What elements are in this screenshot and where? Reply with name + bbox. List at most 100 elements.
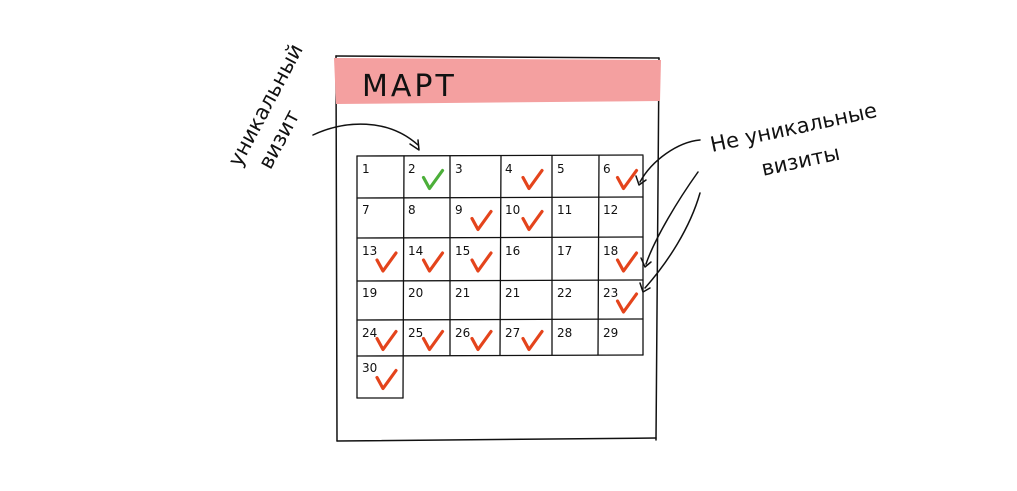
day-cell: 13 [362, 244, 398, 273]
non-unique-arrow-2 [645, 171, 699, 265]
day-number: 2 [408, 162, 416, 176]
day-cell: 14 [408, 244, 445, 273]
grid-row-line [356, 196, 644, 199]
non-unique-arrowhead-3 [639, 282, 651, 293]
day-number: 6 [603, 162, 611, 176]
day-cell: 18 [603, 244, 639, 273]
day-cell: 29 [603, 326, 618, 340]
non-unique-label-line2: визиты [759, 141, 842, 181]
day-number: 7 [362, 203, 370, 217]
non-unique-arrowhead-2 [640, 257, 652, 268]
day-number: 18 [603, 244, 618, 258]
non-unique-visit-checkmark [521, 168, 544, 191]
day-number: 10 [505, 203, 520, 217]
day-number: 5 [557, 162, 565, 176]
day-cell: 19 [362, 286, 377, 300]
day-cell: 30 [362, 361, 398, 391]
day-number: 11 [557, 203, 572, 217]
day-number: 21 [505, 286, 520, 300]
day-number: 1 [362, 162, 370, 176]
day-number: 13 [362, 244, 377, 258]
non-unique-arrowhead-1 [635, 175, 647, 186]
day-number: 29 [603, 326, 618, 340]
grid-row-line [356, 154, 644, 157]
non-unique-visit-checkmark [421, 251, 445, 273]
day-cell: 21 [455, 286, 470, 300]
calendar-grid [356, 154, 644, 399]
non-unique-visit-checkmark [375, 251, 398, 273]
day-cell: 7 [362, 203, 370, 217]
sheet-left-edge [335, 55, 338, 442]
day-cell: 10 [505, 203, 544, 232]
day-number: 9 [455, 203, 463, 217]
day-cell: 5 [557, 162, 565, 176]
non-unique-arrow-3 [644, 192, 701, 289]
day-cell: 25 [408, 326, 445, 352]
day-cell: 27 [505, 326, 544, 352]
day-number: 30 [362, 361, 377, 375]
day-cell: 23 [603, 286, 639, 314]
unique-visit-arrowhead [409, 139, 420, 151]
non-unique-visit-checkmark [421, 329, 445, 352]
day-cell: 3 [455, 162, 463, 176]
day-number: 23 [603, 286, 618, 300]
day-cell: 4 [505, 162, 544, 191]
day-number: 19 [362, 286, 377, 300]
non-unique-visit-checkmark [470, 329, 493, 352]
non-unique-visit-checkmark [615, 292, 639, 314]
day-number: 4 [505, 162, 513, 176]
non-unique-visit-checkmark [375, 329, 398, 352]
non-unique-visit-checkmark [521, 329, 544, 352]
day-number: 27 [505, 326, 520, 340]
day-number: 14 [408, 244, 423, 258]
non-unique-visit-checkmark [470, 251, 493, 273]
month-header-band [334, 58, 661, 104]
non-unique-visit-checkmark [375, 368, 398, 391]
sheet-right-edge [655, 57, 660, 441]
month-header: МАРТ [334, 58, 661, 104]
day-number: 17 [557, 244, 572, 258]
non-unique-arrow-1 [639, 139, 701, 183]
day-cell: 9 [455, 203, 493, 232]
day-number: 3 [455, 162, 463, 176]
day-cell: 6 [603, 162, 639, 191]
sheet-bottom-edge [336, 437, 657, 442]
day-cell: 26 [455, 326, 493, 352]
non-unique-visits-annotation: Не уникальные визиты [635, 98, 879, 293]
day-cell: 1 [362, 162, 370, 176]
non-unique-visit-checkmark [521, 209, 544, 232]
calendar-sheet [335, 55, 660, 442]
day-cell: 8 [408, 203, 416, 217]
day-number: 25 [408, 326, 423, 340]
day-cell: 24 [362, 326, 398, 352]
day-number: 16 [505, 244, 520, 258]
day-number: 21 [455, 286, 470, 300]
sheet-top-edge [335, 55, 660, 59]
day-cell: 28 [557, 326, 572, 340]
unique-visit-checkmark [421, 168, 445, 191]
day-cell: 16 [505, 244, 520, 258]
day-cell: 22 [557, 286, 572, 300]
non-unique-label-line1: Не уникальные [708, 98, 879, 157]
day-cell: 12 [603, 203, 618, 217]
day-cell: 11 [557, 203, 572, 217]
day-number: 28 [557, 326, 572, 340]
non-unique-visit-checkmark [615, 251, 639, 273]
day-cell: 2 [408, 162, 445, 191]
grid-column-line [402, 155, 405, 399]
day-cell: 20 [408, 286, 423, 300]
day-number: 22 [557, 286, 572, 300]
day-number: 12 [603, 203, 618, 217]
grid-column-line [597, 155, 600, 356]
non-unique-visit-checkmark [615, 168, 639, 191]
day-number: 24 [362, 326, 377, 340]
day-cell: 17 [557, 244, 572, 258]
unique-visit-arrow [312, 123, 419, 146]
day-cell: 21 [505, 286, 520, 300]
non-unique-visit-checkmark [470, 209, 493, 232]
grid-column-line [499, 155, 502, 356]
day-number: 8 [408, 203, 416, 217]
day-number: 20 [408, 286, 423, 300]
